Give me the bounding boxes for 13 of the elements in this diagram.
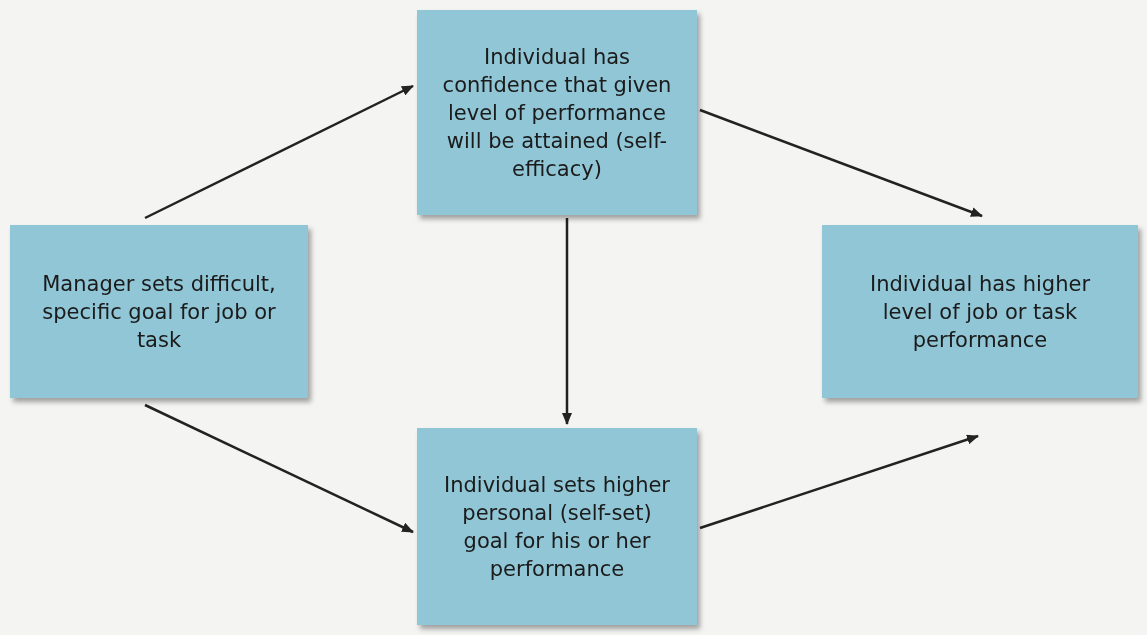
process-box bbox=[417, 10, 697, 215]
arrow bbox=[562, 218, 572, 425]
arrow bbox=[699, 108, 983, 218]
process-box bbox=[822, 225, 1138, 398]
box-text: Manager sets difficult, specific goal for job or task bbox=[41, 270, 277, 354]
arrow bbox=[699, 434, 979, 530]
arrow bbox=[144, 84, 414, 220]
box-text: Individual has confidence that given level of performance will be attained (self-efficacy) bbox=[441, 43, 673, 183]
arrow bbox=[144, 403, 414, 534]
box-text: Individual sets higher personal (self-set) goal for his or her performance bbox=[443, 471, 671, 583]
box-text: Individual has higher level of job or task performance bbox=[868, 270, 1092, 354]
process-box bbox=[10, 225, 308, 398]
process-box bbox=[417, 428, 697, 625]
